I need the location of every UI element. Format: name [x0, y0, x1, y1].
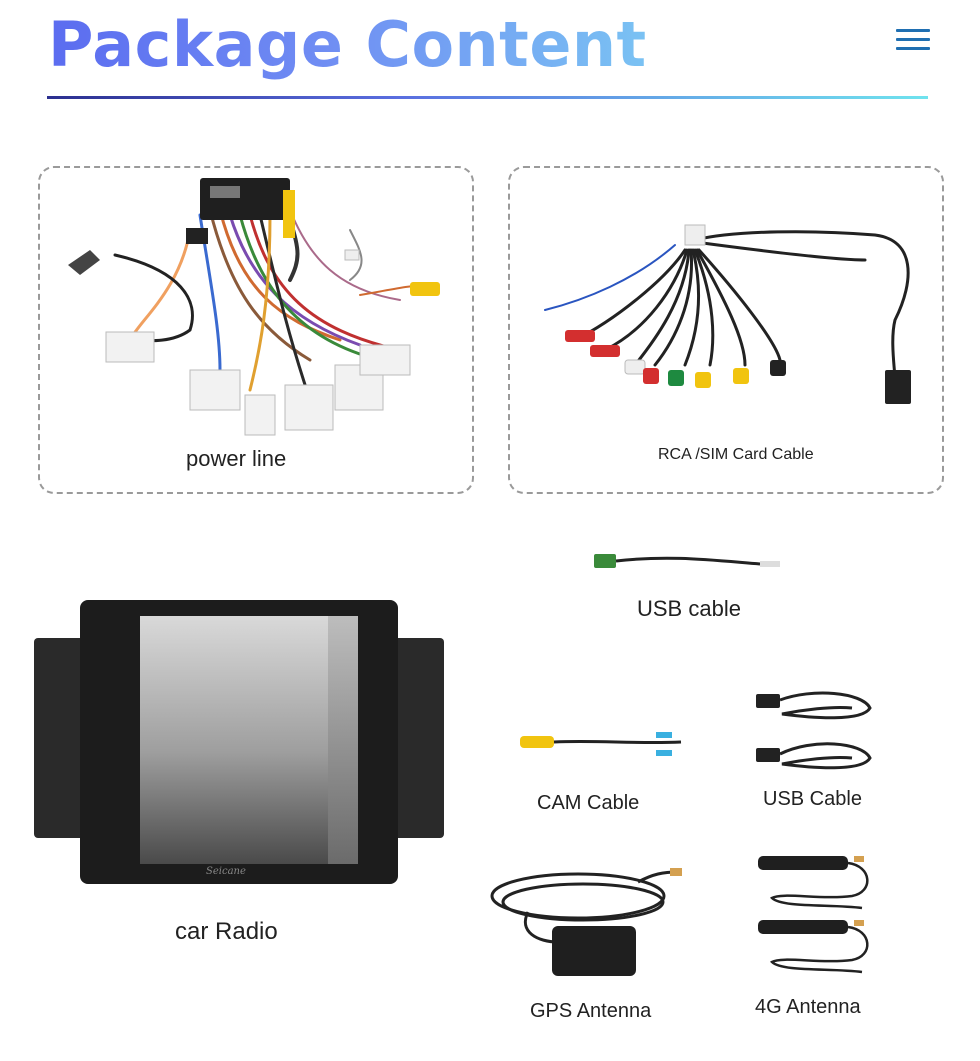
rca-sim-cable-image: [544, 224, 911, 404]
power-line-label: power line: [186, 446, 287, 471]
car-radio-label: car Radio: [175, 918, 278, 945]
antenna-4g-label: 4G Antenna: [755, 996, 861, 1018]
gps-antenna-label: GPS Antenna: [530, 1000, 652, 1022]
usb-cable-image: [594, 554, 780, 568]
title-underline: [47, 96, 928, 99]
usb-dual-cable-image: [756, 691, 872, 770]
usb-cable-label-2: USB Cable: [763, 788, 862, 810]
gps-antenna-image: [490, 868, 682, 976]
cam-cable-label: CAM Cable: [537, 792, 640, 814]
usb-cable-label-1: USB cable: [637, 596, 741, 621]
power-line-card: [38, 166, 474, 494]
hamburger-menu-icon[interactable]: [896, 29, 930, 55]
cam-cable-image: [520, 732, 682, 756]
radio-brand-label: Seicane: [206, 866, 246, 877]
rca-sim-card: [508, 166, 944, 494]
antenna-4g-image: [758, 856, 869, 974]
car-radio-image: Seicane: [34, 598, 444, 890]
page-title: Package Content: [48, 8, 647, 81]
rca-sim-label: RCA /SIM Card Cable: [658, 446, 814, 463]
power-line-harness-image: [68, 178, 440, 436]
